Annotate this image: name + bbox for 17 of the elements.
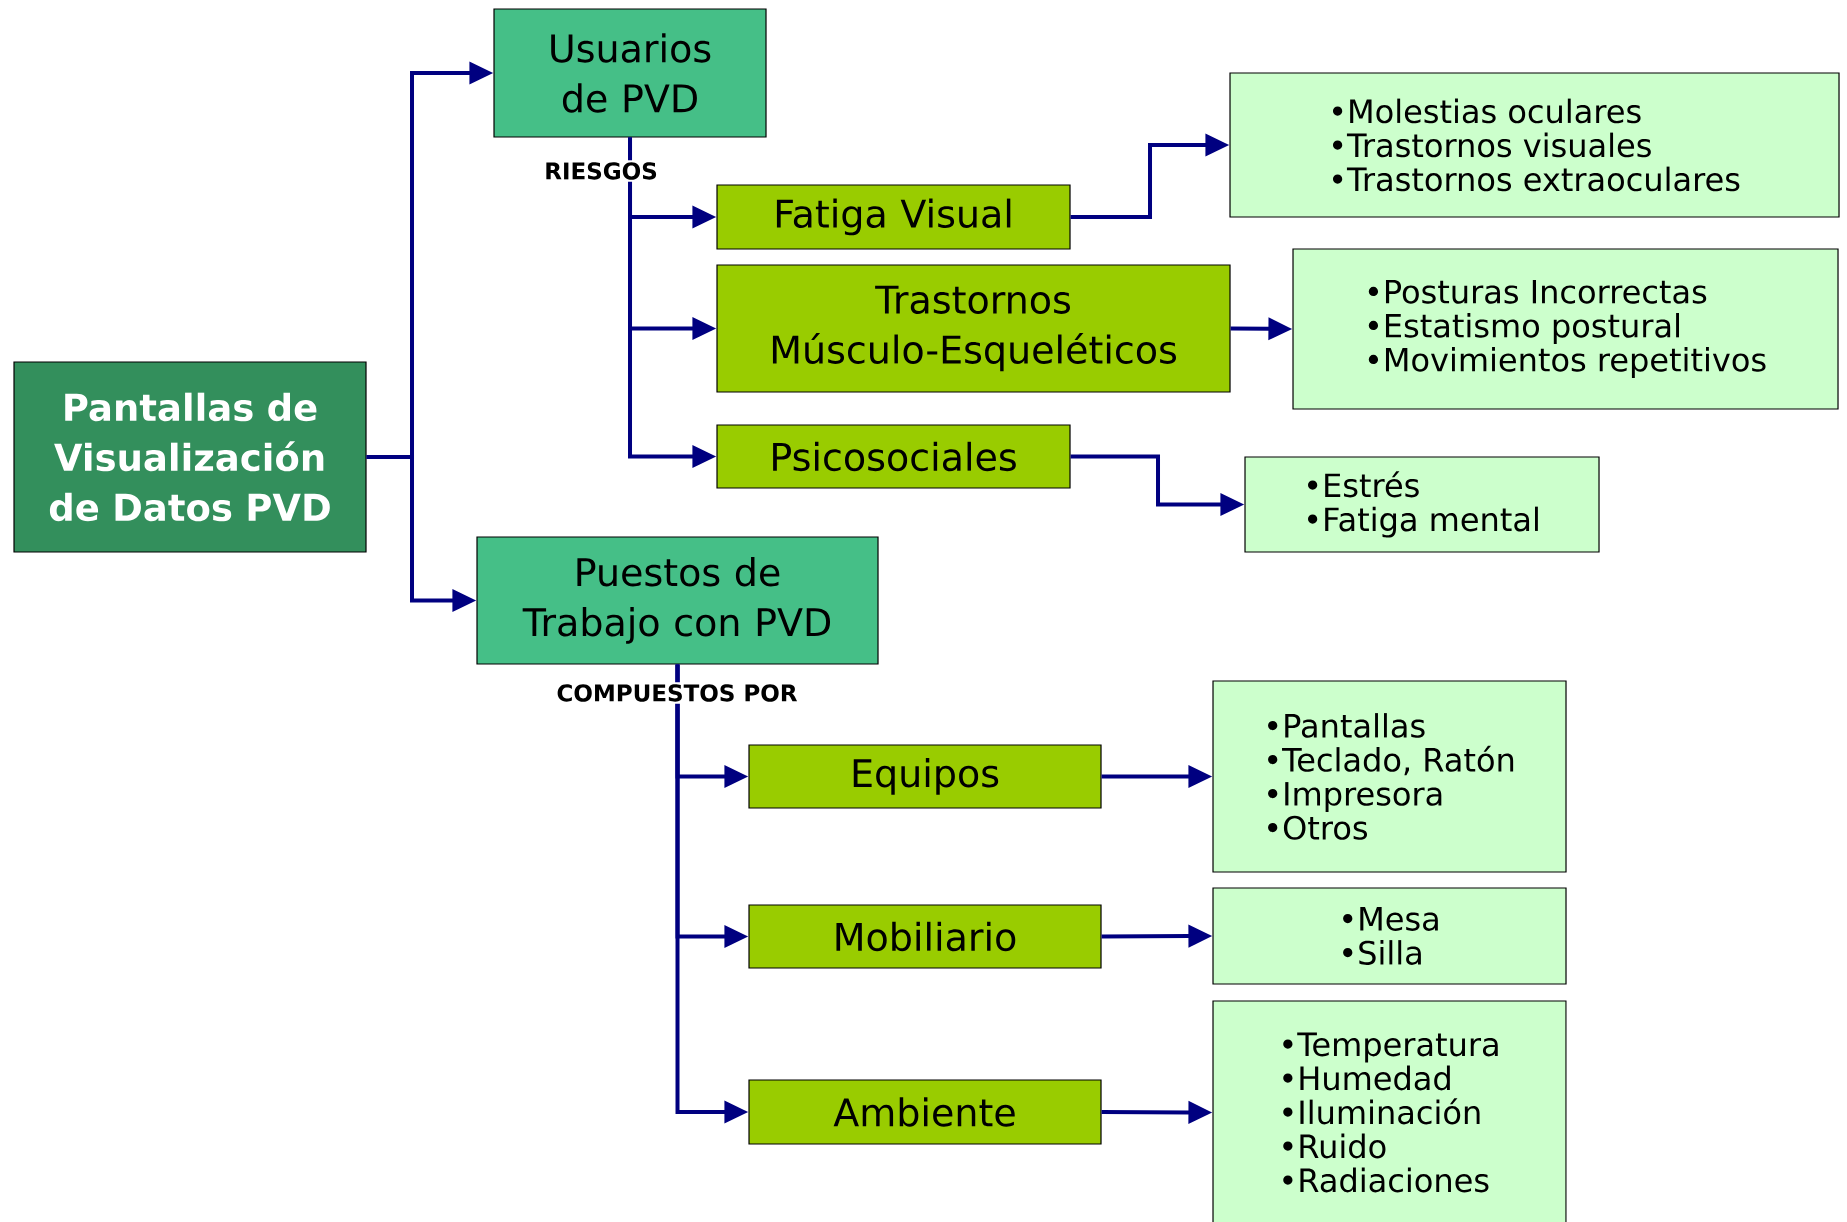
branch-label: RIESGOS	[542, 160, 660, 182]
topic-box: Mobiliario	[748, 904, 1102, 969]
topic-box: Equipos	[748, 744, 1102, 809]
bullet-list-box: •Molestias oculares •Trastornos visuales •Trastornos extraoculares	[1229, 72, 1840, 218]
topic-box: Psicosociales	[716, 424, 1071, 489]
bullet-list-box: •Temperatura •Humedad •Iluminación •Ruido •Radiaciones	[1212, 1000, 1567, 1222]
category-box: Usuarios de PVD	[493, 8, 767, 138]
topic-box: Ambiente	[748, 1079, 1102, 1145]
category-box: Puestos de Trabajo con PVD	[476, 536, 879, 665]
root-box: Pantallas de Visualización de Datos PVD	[13, 361, 367, 553]
bullet-list-box: •Posturas Incorrectas •Estatismo postural •Movimientos repetitivos	[1292, 248, 1839, 410]
bullet-list-box: •Estrés •Fatiga mental	[1244, 456, 1600, 553]
branch-label: COMPUESTOS POR	[554, 682, 800, 704]
bullet-list-box: •Mesa •Silla	[1212, 887, 1567, 985]
topic-box: Trastornos Músculo-Esqueléticos	[716, 264, 1231, 393]
bullet-list-box: •Pantallas •Teclado, Ratón •Impresora •Otros	[1212, 680, 1567, 873]
topic-box: Fatiga Visual	[716, 184, 1071, 250]
